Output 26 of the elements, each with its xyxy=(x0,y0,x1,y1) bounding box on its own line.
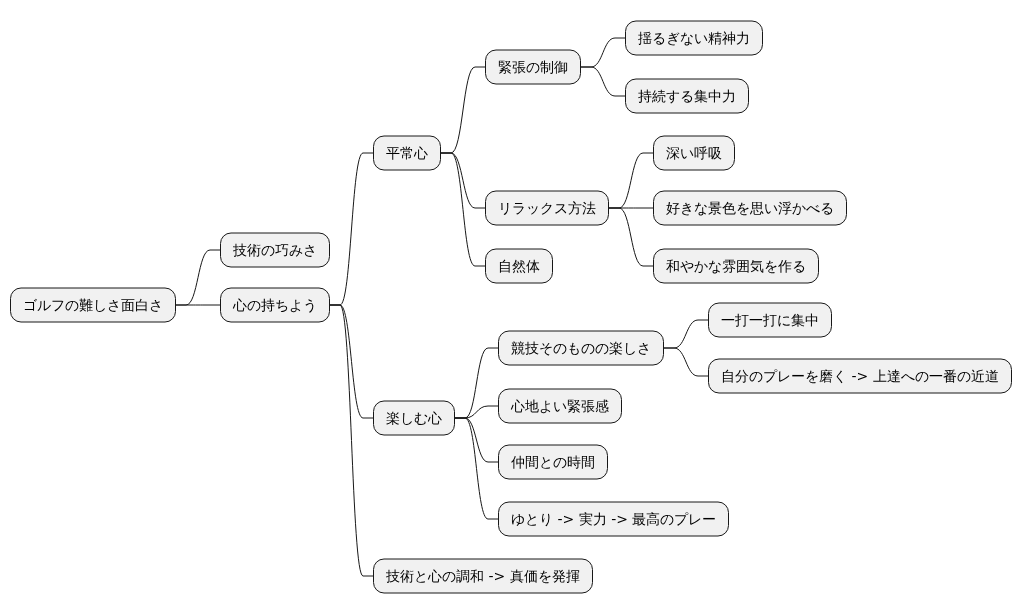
connector-line xyxy=(663,347,709,377)
topic-box: 緊張の制御 xyxy=(485,49,581,85)
topic-box: 心の持ちよう xyxy=(220,287,330,323)
topic-box: 心地よい緊張感 xyxy=(498,388,622,424)
topic-box: 自分のプレーを磨く -> 上達への一番の近道 xyxy=(708,358,1012,394)
topic-box: 技術の巧みさ xyxy=(220,232,330,268)
topic-box: 揺るぎない精神力 xyxy=(625,20,763,56)
topic-box: 深い呼吸 xyxy=(653,135,735,171)
topic-box: 和やかな雰囲気を作る xyxy=(653,248,819,284)
topic-box: 仲間との時間 xyxy=(498,444,608,480)
connector-line xyxy=(175,304,221,306)
topic-box: 一打一打に集中 xyxy=(708,302,832,338)
topic-box: ゴルフの難しさ面白さ xyxy=(10,287,176,323)
topic-box: 自然体 xyxy=(485,248,553,284)
topic-box: ゆとり -> 実力 -> 最高のプレー xyxy=(498,501,730,537)
topic-box: 楽しむ心 xyxy=(373,400,455,436)
connector-line xyxy=(454,417,499,520)
topic-box: リラックス方法 xyxy=(485,190,609,226)
topic-box: 好きな景色を思い浮かべる xyxy=(653,190,847,226)
topic-box: 技術と心の調和 -> 真価を発揮 xyxy=(373,558,593,594)
connector-line xyxy=(440,152,486,267)
connector-line xyxy=(580,66,626,97)
topic-box: 競技そのものの楽しさ xyxy=(498,330,664,366)
connector-line xyxy=(608,207,654,267)
topic-box: 持続する集中力 xyxy=(625,78,749,114)
topic-box: 平常心 xyxy=(373,135,441,171)
